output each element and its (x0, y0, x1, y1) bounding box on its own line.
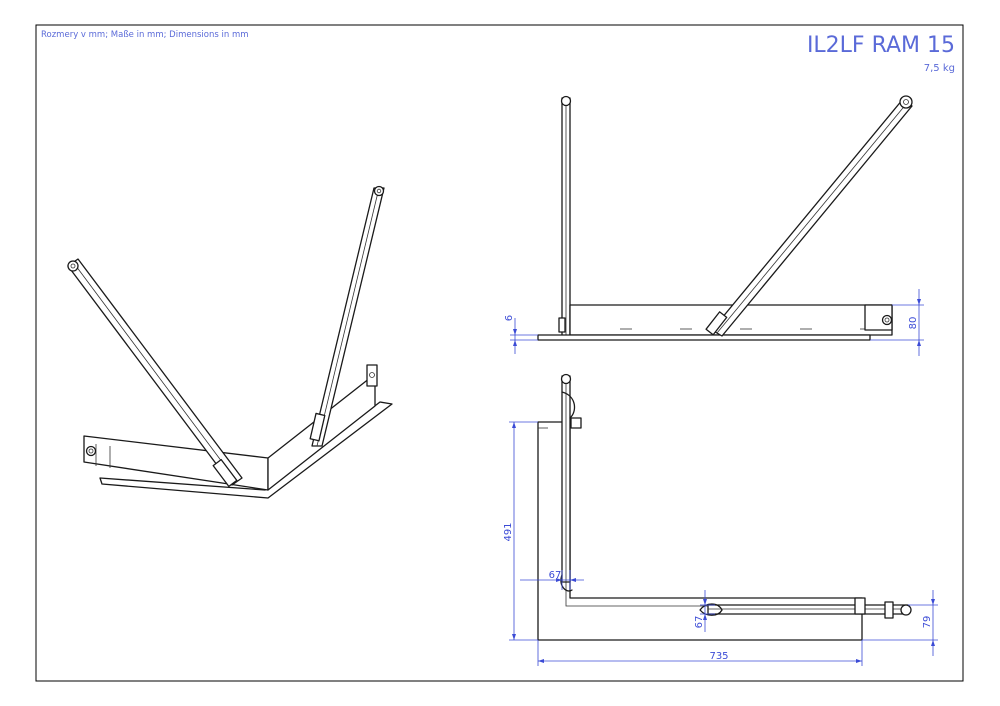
dimension-side-thickness: 6 (504, 315, 515, 321)
mounting-hole (369, 372, 375, 378)
units-note: Rozmery v mm; Maße in mm; Dimensions in … (41, 30, 249, 40)
top-view: 491 67 67 79 735 (503, 373, 938, 666)
dimension-top-width: 735 (709, 651, 728, 662)
drawing-border (35, 24, 964, 682)
dimension-side-height: 80 (908, 317, 919, 330)
product-title: IL2LF RAM 15 (807, 33, 955, 58)
dimension-top-right-height: 79 (922, 616, 933, 629)
mounting-hole (881, 314, 893, 326)
product-weight: 7,5 kg (924, 63, 955, 74)
dimension-top-offset-vertical: 67 (694, 616, 705, 629)
isometric-view (67, 185, 393, 499)
dimension-top-offset-horizontal: 67 (549, 570, 562, 581)
dimension-top-height: 491 (503, 522, 514, 541)
mounting-hole (85, 445, 97, 457)
side-view: 6 80 (504, 95, 924, 356)
